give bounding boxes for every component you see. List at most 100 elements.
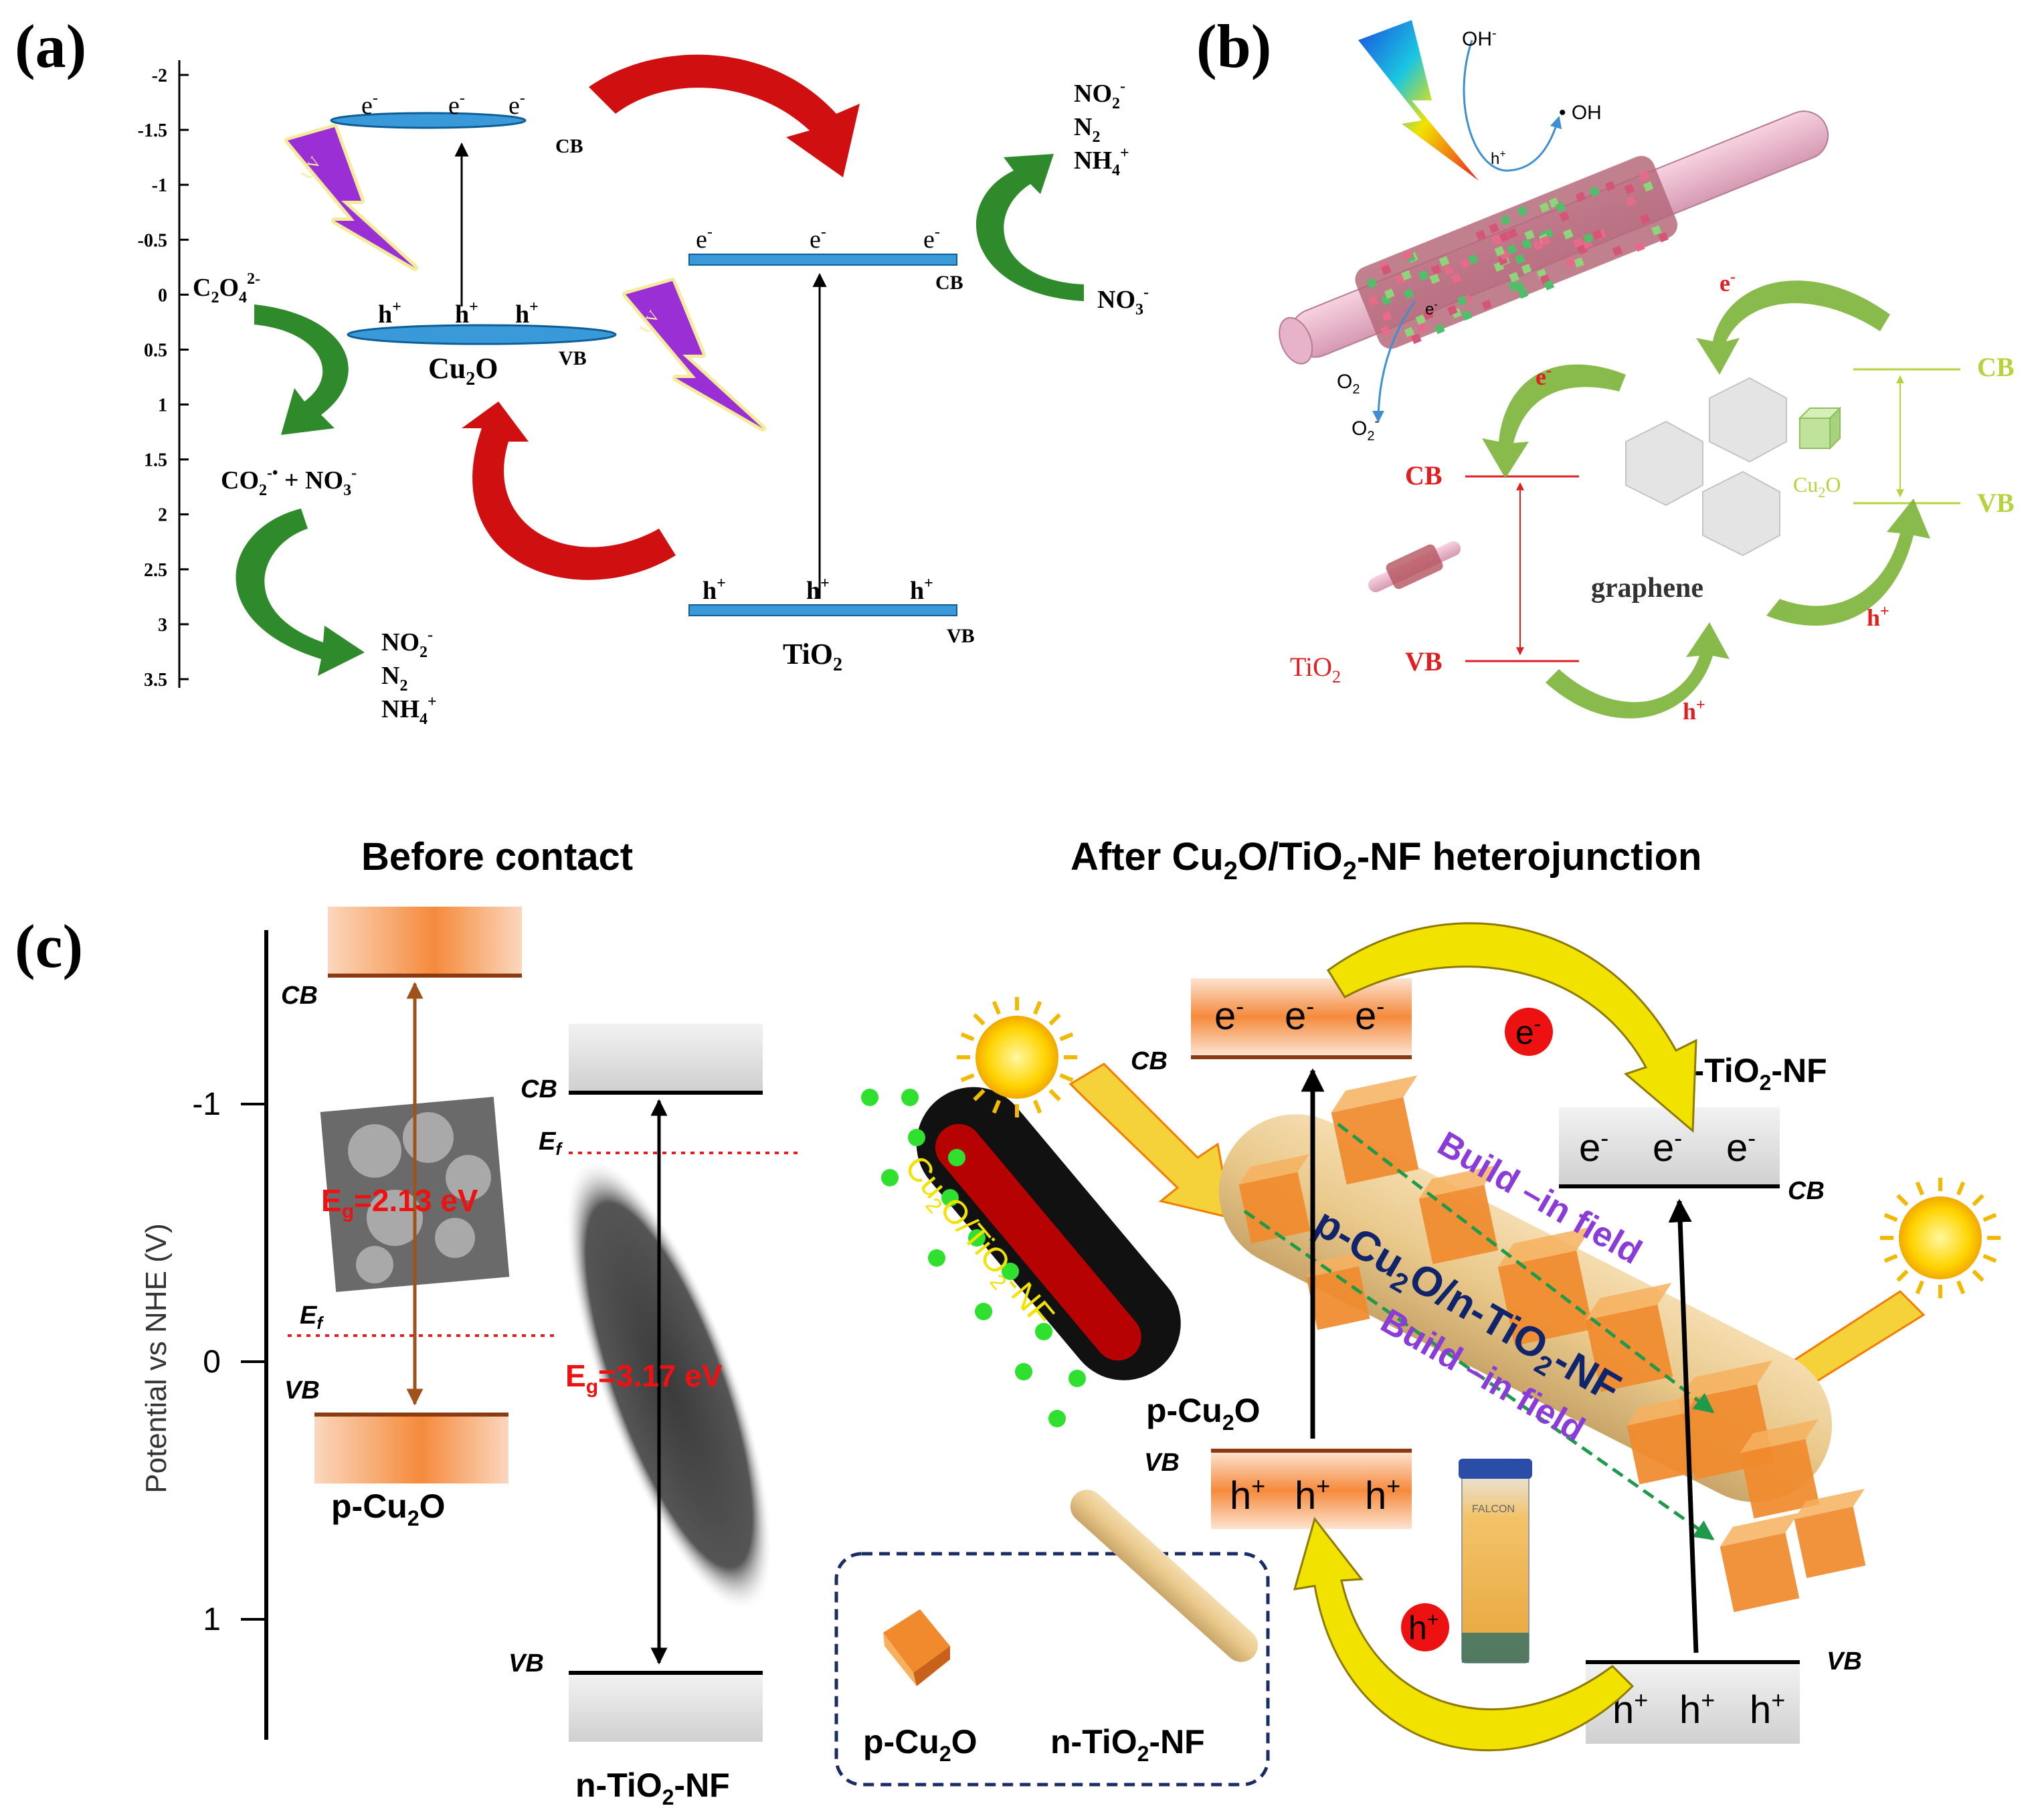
- tube-particle: [1475, 230, 1487, 241]
- tio2-vb-label-b: VB: [1405, 646, 1443, 676]
- cu2o-electrons: e- e- e-: [361, 90, 525, 120]
- heterojunction-rod: [1218, 1075, 1866, 1613]
- tio2-name-b: TiO2: [1290, 652, 1341, 687]
- after-tio2-holes: h+ h+ h+: [1612, 1686, 1785, 1732]
- tube-particle: [1415, 314, 1426, 325]
- field-line-1: [1337, 1123, 1715, 1413]
- cu2o-cb-label: CB: [555, 135, 583, 157]
- svg-text:e-: e-: [1515, 1013, 1541, 1051]
- tube-particle: [1507, 228, 1518, 239]
- after-cu2o-cb-label: CB: [1131, 1047, 1168, 1075]
- fluorescence-dot: [1048, 1410, 1066, 1427]
- fluorescence-dot: [1002, 1263, 1019, 1280]
- fluorescence-dot: [1015, 1363, 1032, 1380]
- tube-particle: [1447, 304, 1458, 316]
- tube-particle: [1366, 278, 1378, 289]
- cu2o-holes: h+ h+ h+: [378, 298, 539, 329]
- sun-ray: [1048, 1089, 1061, 1101]
- svg-text:h+: h+: [806, 575, 830, 605]
- tube-particle: [1451, 273, 1462, 284]
- tio2-fermi-label: Ef: [539, 1127, 563, 1159]
- panel-b-transfer-arrows: [1482, 280, 1930, 719]
- o2-label: O2: [1337, 371, 1360, 397]
- before-contact-title: Before contact: [361, 835, 633, 879]
- nanofiber-illustration: [1279, 20, 1829, 423]
- svg-text:h+: h+: [1867, 603, 1889, 631]
- oh-radical-label: • OH: [1559, 102, 1602, 124]
- before-cu2o-cb-label: CB: [281, 982, 318, 1010]
- tube-particle: [1514, 281, 1525, 292]
- svg-text:h+: h+: [703, 575, 726, 605]
- cu2o-cube-top: [1306, 1250, 1370, 1278]
- tube-particle: [1368, 295, 1378, 306]
- axis-tick-label: -1.5: [138, 120, 167, 141]
- tube-particle: [1461, 310, 1473, 321]
- panel-b: (b) OH- • OH h+ e- O2 O2- CB VB TiO2: [1196, 12, 2015, 725]
- legend-cu2o-label: p-Cu2O: [863, 1723, 978, 1766]
- tube-particle: [1583, 233, 1594, 244]
- e-minus-tube: e-: [1425, 299, 1438, 319]
- tube-particle: [1533, 240, 1544, 251]
- sun-ray: [1033, 1000, 1042, 1015]
- cu2o-cube: [1497, 1250, 1594, 1346]
- cu2o-cube: [1720, 1532, 1800, 1613]
- sun-ray: [973, 1089, 986, 1101]
- after-heterojunction-title: After Cu2O/TiO2-NF heterojunction: [1071, 835, 1701, 885]
- tube-particle: [1429, 273, 1441, 284]
- sun-ray: [992, 1000, 1001, 1015]
- cu2o-cube-top: [1794, 1488, 1865, 1520]
- axis-tick-label: 1: [158, 395, 167, 416]
- tube-particle: [1382, 310, 1392, 322]
- tube-particle: [1658, 232, 1669, 243]
- svg-text:h+: h+: [1295, 1472, 1330, 1518]
- tube-particle: [1555, 201, 1566, 213]
- tube-particle: [1575, 191, 1586, 202]
- panel-c-label: (c): [15, 912, 83, 980]
- cu2o-cube: [1740, 1439, 1820, 1519]
- tube-particle: [1563, 229, 1574, 240]
- sun-ray: [973, 1013, 986, 1026]
- tube-particle: [1404, 327, 1415, 337]
- uv-bolt-2: UV: [622, 278, 766, 432]
- before-cu2o-vb-label: VB: [284, 1376, 320, 1405]
- svg-text:e-: e-: [448, 90, 465, 120]
- cu2o-vb-label: VB: [559, 347, 587, 369]
- cu2o-name: Cu2O: [428, 352, 498, 389]
- tube-particle: [1625, 196, 1637, 207]
- electron-transfer-arrow-c: [1326, 922, 1697, 1134]
- sun-ray: [1956, 1181, 1966, 1196]
- tube-particle: [1639, 213, 1651, 224]
- svg-text:NO2-: NO2-: [1074, 78, 1125, 112]
- composite-image: Cu2O/TiO2-NF: [861, 1087, 1181, 1427]
- tube-particle: [1517, 205, 1528, 216]
- nitrate-reduction-arrow: [975, 154, 1084, 301]
- tube-particle: [1491, 234, 1503, 245]
- cu2o-cube-top: [1740, 1419, 1819, 1453]
- svg-text:0: 0: [203, 1344, 221, 1380]
- tube-particle: [1509, 272, 1519, 282]
- field-line-2: [1243, 1209, 1715, 1541]
- svg-text:NH4+: NH4+: [381, 693, 437, 728]
- legend-cu2o-cube: [883, 1609, 950, 1686]
- axis-tick-label: 2.5: [144, 560, 167, 581]
- tube-particle: [1402, 250, 1414, 260]
- cu2o-cube: [1331, 1097, 1419, 1185]
- after-cu2o-vb-label: VB: [1144, 1449, 1180, 1477]
- cu2o-cube: [1794, 1506, 1866, 1578]
- sun-ray: [1883, 1212, 1898, 1222]
- svg-text:h+: h+: [910, 575, 933, 605]
- svg-text:e-: e-: [1214, 992, 1244, 1038]
- tube-particle: [1521, 264, 1532, 274]
- svg-text:1: 1: [203, 1602, 221, 1637]
- panel-b-carrier-labels: e- e- h+ h+: [1536, 268, 1889, 725]
- light-bolt-icon: [1358, 20, 1479, 181]
- tube-particle: [1417, 323, 1428, 334]
- axis-tick-label: 0.5: [144, 340, 167, 361]
- tube-particle: [1384, 288, 1395, 299]
- graphene-label: graphene: [1591, 573, 1703, 604]
- before-tio2-name: n-TiO2-NF: [575, 1767, 730, 1808]
- tube-particle: [1499, 232, 1510, 242]
- cu2o-cube-icon: [1798, 406, 1842, 450]
- tube-particle: [1434, 323, 1445, 335]
